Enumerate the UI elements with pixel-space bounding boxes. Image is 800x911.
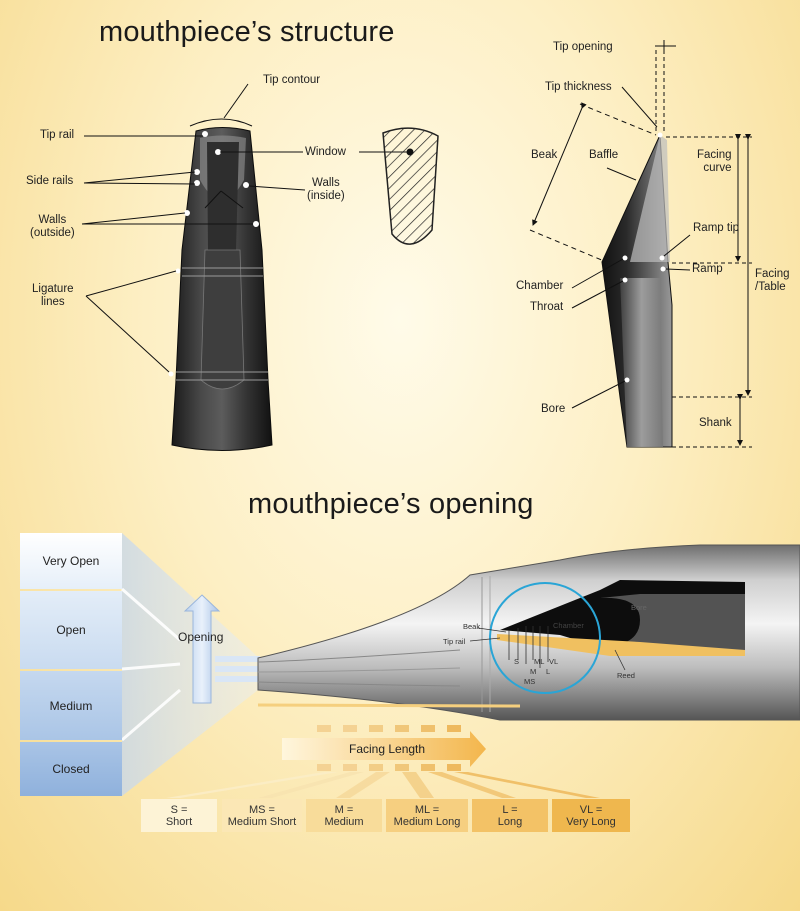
structure-title: mouthpiece’s structure (99, 16, 395, 48)
inner-label-chamber: Chamber (553, 621, 584, 630)
label-walls-inside: Walls (inside) (307, 177, 345, 202)
size-long-code: L = (502, 803, 518, 816)
inner-label-ml: ML (534, 657, 545, 666)
label-tip-rail: Tip rail (40, 129, 75, 141)
inner-label-m: M (530, 667, 537, 676)
label-baffle: Baffle (589, 149, 619, 161)
size-medium-long-name: Medium Long (393, 815, 461, 828)
label-window: Window (305, 146, 346, 158)
size-medium-code: M = (334, 803, 354, 816)
label-facing-table: Facing /Table (755, 268, 790, 293)
size-medium-long-code: ML = (414, 803, 440, 816)
size-very-long-name: Very Long (566, 815, 616, 828)
inner-label-bore: Bore (631, 603, 647, 612)
label-shank: Shank (699, 417, 732, 429)
label-chamber: Chamber (516, 280, 564, 292)
level-medium: Medium (20, 671, 122, 740)
label-ramp-tip: Ramp tip (693, 222, 740, 234)
label-ligature-lines: Ligature lines (32, 283, 74, 308)
size-medium-long: ML = Medium Long (386, 799, 468, 832)
facing-length-ticks (317, 725, 461, 771)
label-throat: Throat (530, 301, 564, 313)
size-short-code: S = (170, 803, 188, 816)
label-walls-outside: Walls (outside) (30, 214, 75, 239)
label-ramp: Ramp (692, 263, 723, 275)
size-medium-short-name: Medium Short (227, 815, 297, 828)
inner-label-s: S (514, 657, 520, 666)
metal-mouthpiece (257, 544, 800, 721)
level-open: Open (20, 591, 122, 669)
size-medium: M = Medium (306, 799, 382, 832)
label-tip-contour: Tip contour (263, 74, 321, 86)
front-leader-lines (81, 83, 409, 373)
profile-leader-lines (529, 40, 752, 448)
opening-title: mouthpiece’s opening (248, 488, 534, 520)
label-side-rails: Side rails (26, 175, 74, 187)
facing-length-arrow (282, 731, 486, 767)
inner-label-tip-rail: Tip rail (443, 637, 466, 646)
profile-mouthpiece (601, 132, 673, 448)
label-bore: Bore (541, 403, 566, 415)
size-short: S = Short (141, 799, 217, 832)
size-medium-name: Medium (324, 815, 364, 828)
facing-length-label: Facing Length (349, 742, 426, 756)
size-medium-short: MS = Medium Short (222, 799, 302, 832)
opening-label: Opening (178, 630, 224, 644)
size-short-name: Short (165, 815, 193, 828)
inner-label-reed: Reed (617, 671, 635, 680)
inner-label-ms: MS (524, 677, 536, 686)
inner-label-beak: Beak (463, 622, 481, 631)
facing-length-fan (166, 772, 600, 798)
opening-up-arrow (183, 594, 221, 704)
inner-label-vl: VL (549, 657, 559, 666)
label-tip-opening: Tip opening (553, 41, 613, 53)
level-closed: Closed (20, 742, 122, 796)
front-mouthpiece (168, 127, 273, 451)
size-medium-short-code: MS = (249, 803, 275, 816)
size-very-long: VL = Very Long (552, 799, 630, 832)
window-cross-section (382, 127, 439, 245)
size-long-name: Long (497, 815, 523, 828)
label-tip-thickness: Tip thickness (545, 81, 612, 93)
size-very-long-code: VL = (579, 803, 603, 816)
label-beak: Beak (531, 149, 558, 161)
label-facing-curve: Facing curve (697, 149, 732, 174)
inner-label-l: L (546, 667, 551, 676)
level-very-open: Very Open (20, 533, 122, 589)
size-long: L = Long (472, 799, 548, 832)
opening-levels-funnel (121, 533, 260, 796)
